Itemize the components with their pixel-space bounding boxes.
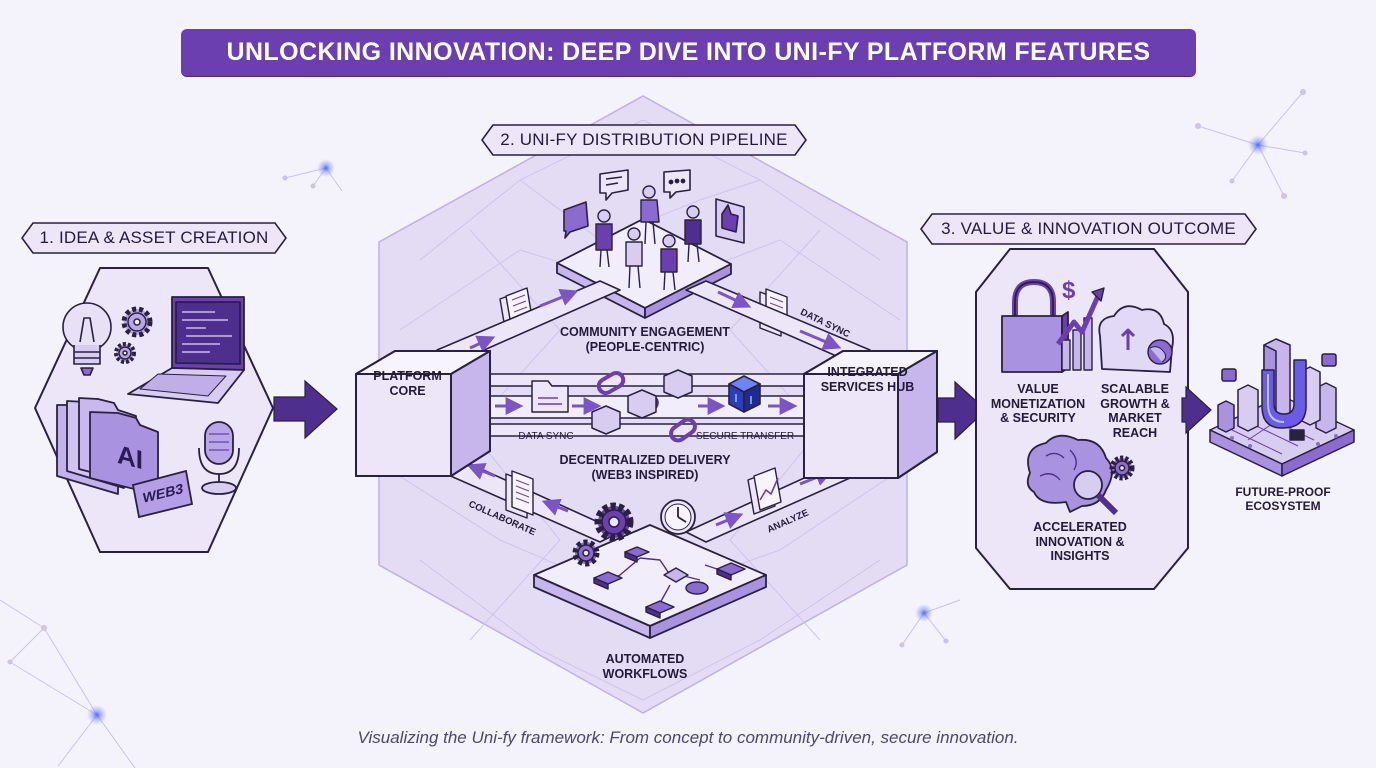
data-sync-mid-label: DATA SYNC (518, 431, 574, 442)
microphone-icon (198, 421, 240, 495)
dollar-icon: $ (1062, 277, 1076, 304)
document-icon (505, 470, 534, 519)
secure-transfer-label: SECURE TRANSFER (695, 431, 795, 442)
decentralized-delivery-label: DECENTRALIZED DELIVERY (WEB3 INSPIRED) (559, 453, 731, 482)
gear-icon (1109, 455, 1135, 481)
lightbulb-icon (62, 302, 112, 376)
section-title-outcome: 3. VALUE & INNOVATION OUTCOME (941, 219, 1236, 238)
laptop-icon (127, 296, 245, 404)
section-tag-outcome: 3. VALUE & INNOVATION OUTCOME (920, 213, 1257, 245)
thumbs-up-icon (715, 198, 745, 244)
community-engagement-label: COMMUNITY ENGAGEMENT (PEOPLE-CENTRIC) (560, 325, 730, 354)
services-hub-cube (803, 350, 938, 479)
scalable-growth-label: SCALABLE GROWTH & MARKET REACH (1100, 382, 1170, 440)
flow-arrow-1 (273, 379, 338, 440)
growth-chart-icon (747, 467, 782, 515)
gear-icon (572, 502, 634, 567)
web3-badge (131, 469, 194, 519)
gear-icon (114, 306, 153, 364)
section-title-pipeline: 2. UNI-FY DISTRIBUTION PIPELINE (500, 130, 788, 149)
automated-workflows-label: AUTOMATED WORKFLOWS (602, 652, 688, 681)
flow-arrow-3 (1181, 385, 1212, 435)
globe-icon (1147, 339, 1173, 365)
value-monetization-label: VALUE MONETIZATION & SECURITY (990, 382, 1086, 425)
clock-icon (660, 499, 696, 535)
chat-bubble-icon (563, 169, 691, 239)
people-icon (595, 185, 702, 291)
tag-frame (481, 124, 807, 156)
accelerated-innovation-label: ACCELERATED INNOVATION & INSIGHTS (1033, 520, 1127, 563)
flowchart-icon (593, 546, 746, 619)
caption: Visualizing the Uni-fy framework: From c… (357, 728, 1019, 747)
services-hub-label: INTEGRATED SERVICES HUB (820, 365, 915, 394)
growth-chart-icon (1055, 287, 1105, 371)
page-title: UNLOCKING INNOVATION: DEEP DIVE INTO UNI… (226, 38, 1151, 66)
chain-link-icon (591, 369, 697, 443)
section-tag-creation: 1. IDEA & ASSET CREATION (21, 222, 287, 254)
city-ecosystem-icon (1209, 338, 1355, 477)
svg-text:$: $ (1062, 277, 1076, 304)
blockchain-cube-icon (728, 375, 761, 413)
future-proof-label: FUTURE-PROOF ECOSYSTEM (1235, 485, 1331, 513)
tag-frame (920, 213, 1257, 245)
folder-icon (56, 397, 159, 496)
section-title-creation: 1. IDEA & ASSET CREATION (39, 228, 269, 247)
platform-core-label: PLATFORM CORE (373, 369, 442, 398)
tag-frame (21, 222, 287, 254)
magnifier-icon (1073, 470, 1119, 516)
glow-dots (87, 135, 1268, 725)
platform-core-cube (355, 350, 491, 477)
section-tag-pipeline: 2. UNI-FY DISTRIBUTION PIPELINE (481, 124, 807, 156)
flow-arrow-2 (937, 380, 987, 441)
folder-icon (531, 380, 569, 413)
title-banner: UNLOCKING INNOVATION: DEEP DIVE INTO UNI… (181, 29, 1196, 76)
